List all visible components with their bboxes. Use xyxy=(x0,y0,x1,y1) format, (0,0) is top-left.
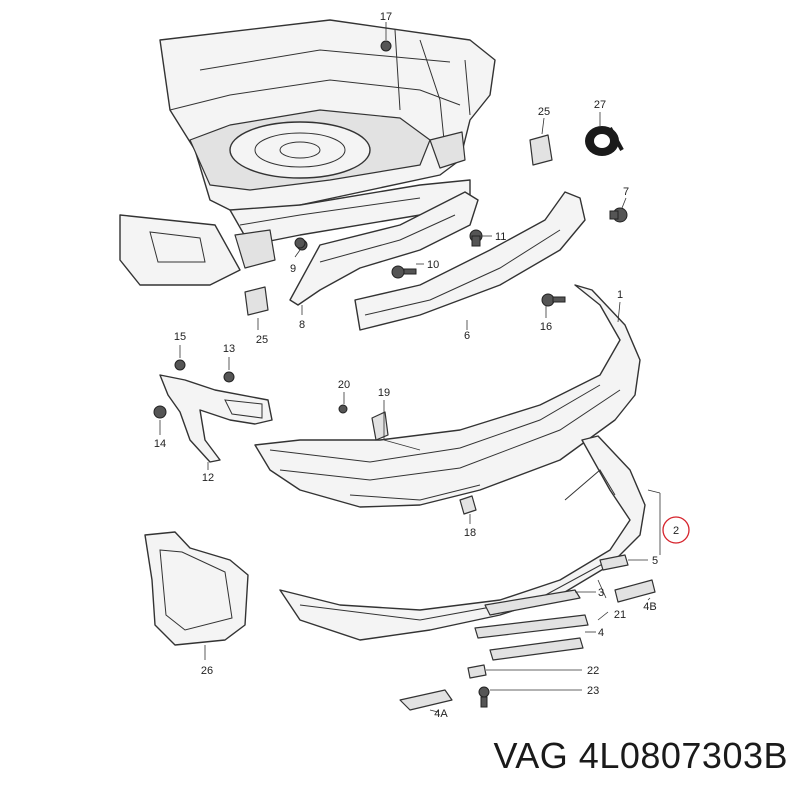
label-2: 2 xyxy=(673,525,679,537)
label-26: 26 xyxy=(201,665,213,677)
label-14: 14 xyxy=(154,438,166,450)
label-27: 27 xyxy=(594,99,606,111)
label-8: 8 xyxy=(299,319,305,331)
label-4A: 4A xyxy=(434,708,448,720)
label-4: 4 xyxy=(598,627,604,639)
mudflap-part-26 xyxy=(144,531,249,646)
impact-beam-part-6 xyxy=(354,191,586,331)
label-12: 12 xyxy=(202,472,214,484)
label-7: 7 xyxy=(623,186,629,198)
label-5: 5 xyxy=(652,555,658,567)
label-22: 22 xyxy=(587,665,599,677)
label-15: 15 xyxy=(174,331,186,343)
label-23: 23 xyxy=(587,685,599,697)
lower-bumper-part-2 xyxy=(279,435,646,641)
label-4B: 4B xyxy=(643,601,656,613)
label-17: 17 xyxy=(380,11,392,23)
label-11: 11 xyxy=(495,231,506,243)
part-labels: 17 25 27 7 11 10 9 8 6 25 1 16 15 13 14 … xyxy=(154,11,679,720)
clip-part-25 xyxy=(244,134,553,316)
highlight-circle-part-2 xyxy=(662,516,690,544)
part-number-caption: VAG 4L0807303B xyxy=(493,735,788,776)
bumper-cover-part-1 xyxy=(254,284,641,508)
fasteners-upper xyxy=(294,40,628,307)
label-3: 3 xyxy=(598,587,604,599)
label-16: 16 xyxy=(540,321,552,333)
trim-parts-lower xyxy=(399,554,656,711)
tape-roll-part-27 xyxy=(585,126,624,156)
label-18: 18 xyxy=(464,527,476,539)
label-21: 21 xyxy=(614,609,626,621)
label-9: 9 xyxy=(290,263,296,275)
label-6: 6 xyxy=(464,330,470,342)
label-13: 13 xyxy=(223,343,235,355)
label-1: 1 xyxy=(617,289,623,301)
leader-lines xyxy=(159,22,661,713)
vehicle-body-illustration xyxy=(119,19,496,286)
label-19: 19 xyxy=(378,387,390,399)
label-10: 10 xyxy=(427,259,439,271)
label-20: 20 xyxy=(338,379,350,391)
label-25-bottom: 25 xyxy=(256,334,268,346)
label-25-top: 25 xyxy=(538,106,550,118)
bracket-part-12 xyxy=(153,359,273,463)
